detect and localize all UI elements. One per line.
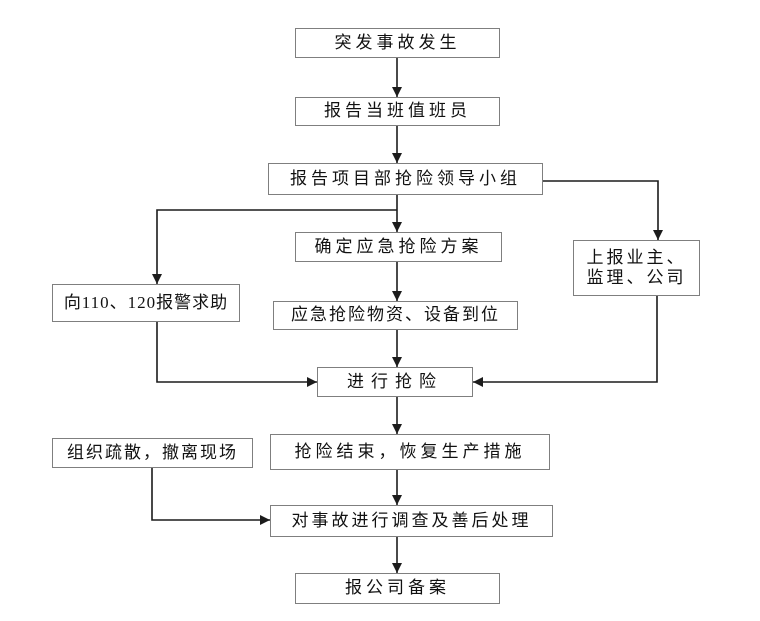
- node-accident-label: 突发事故发生: [334, 32, 461, 52]
- edge-notify-to-rescue: [473, 296, 658, 387]
- node-materials-label: 应急抢险物资、设备到位: [291, 305, 500, 325]
- node-restore: 抢险结束，恢复生产措施: [270, 434, 550, 470]
- node-investigate: 对事故进行调查及善后处理: [270, 505, 553, 537]
- node-alarm: 向110、120报警求助: [52, 284, 240, 322]
- node-notify-label-line2: 监理、公司: [586, 268, 687, 287]
- node-report-duty-label: 报告当班值班员: [324, 101, 471, 121]
- node-investigate-label: 对事故进行调查及善后处理: [291, 510, 532, 530]
- node-plan: 确定应急抢险方案: [295, 232, 502, 262]
- edge-report-team-to-notify: [543, 180, 663, 240]
- node-materials: 应急抢险物资、设备到位: [273, 301, 518, 330]
- node-plan-label: 确定应急抢险方案: [314, 236, 483, 256]
- node-accident: 突发事故发生: [295, 28, 500, 58]
- node-report-team-label: 报告项目部抢险领导小组: [290, 168, 521, 188]
- node-evacuate: 组织疏散，撤离现场: [52, 438, 253, 468]
- node-alarm-label: 向110、120报警求助: [63, 292, 229, 312]
- edge-evacuate-to-investigate: [151, 468, 270, 525]
- node-notify-label-line1: 上报业主、: [586, 247, 687, 267]
- edge-alarm-to-rescue: [156, 322, 317, 387]
- node-report-duty: 报告当班值班员: [295, 97, 500, 126]
- node-notify: 上报业主、 监理、公司: [573, 240, 700, 296]
- node-record: 报公司备案: [295, 573, 500, 604]
- node-record-label: 报公司备案: [345, 578, 450, 598]
- node-report-team: 报告项目部抢险领导小组: [268, 163, 543, 195]
- node-restore-label: 抢险结束，恢复生产措施: [294, 441, 526, 461]
- node-rescue: 进行抢险: [317, 367, 473, 397]
- node-evacuate-label: 组织疏散，撤离现场: [67, 442, 238, 462]
- node-rescue-label: 进行抢险: [347, 371, 443, 391]
- edge-report-team-to-alarm: [152, 209, 397, 284]
